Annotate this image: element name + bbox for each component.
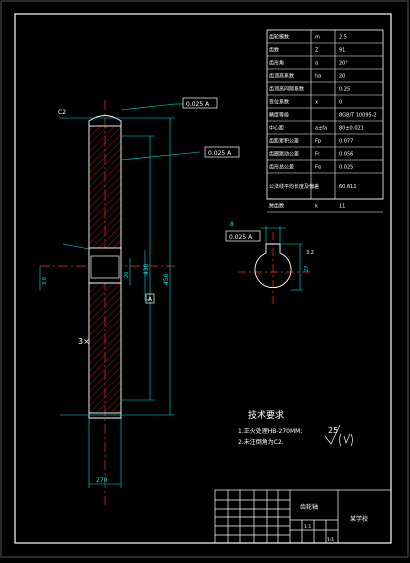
- param-symbol: m: [315, 35, 320, 41]
- section-roughness: 3.2: [306, 250, 314, 256]
- param-symbol: ha: [315, 74, 321, 80]
- param-value: 0.25: [339, 87, 350, 93]
- scale-value: 1:1: [304, 524, 311, 530]
- parameter-table: 齿轮模数 m 2.5 齿数 Z 91 齿形角 α 20° 齿顶高系数 ha 20 齿顶高间隙系数 0.25…: [266, 29, 384, 213]
- shaft-view: 0.025 A 0.025 A A C2 3× 450 430 270 3.0 …: [39, 97, 240, 505]
- chamfer-label: C2: [58, 109, 66, 116]
- shaft-upper-section: [88, 125, 122, 249]
- dim-bottom: 270: [96, 477, 108, 484]
- param-label: 中心距: [269, 125, 284, 132]
- dim-width: 20: [124, 272, 130, 278]
- school-name: 某学校: [350, 515, 368, 523]
- tech-title: 技术要求: [248, 409, 284, 421]
- param-label: 齿顶高系数: [269, 73, 294, 80]
- param-label: 齿形总公差: [269, 164, 294, 171]
- param-label: 齿形角: [269, 60, 284, 67]
- shaft-bottom-end: [88, 413, 122, 419]
- param-label: 齿轮模数: [269, 34, 289, 41]
- section-outline: [254, 243, 292, 289]
- param-symbol: x: [315, 100, 318, 106]
- callout-mid-frame: [204, 146, 240, 158]
- param-label: 变位系数: [269, 99, 289, 106]
- shaft-lower-section: [88, 282, 122, 414]
- datum-box: [145, 293, 155, 304]
- section-view: 0.025 A 3.2 8 27: [225, 221, 314, 305]
- section-callout: 0.025 A: [229, 234, 253, 241]
- param-label: 精度等级: [269, 112, 289, 119]
- param-value: 0.077: [339, 139, 353, 145]
- inner-border: [14, 13, 392, 544]
- parameter-rows: 齿轮模数 m 2.5 齿数 Z 91 齿形角 α 20° 齿顶高系数 ha 20 齿顶高间隙系数 0.25…: [267, 30, 383, 213]
- param-value: 0.025: [339, 165, 353, 171]
- callout-top-frame: [182, 97, 218, 109]
- technical-requirements: 技术要求 1.正火处理HB-270MM; 2.未注倒角为C2. 25: [238, 409, 353, 447]
- tech-item-2: 2.未注倒角为C2.: [238, 438, 284, 446]
- param-value: 8GB/T 10095-2: [339, 113, 377, 119]
- param-symbol: α: [315, 61, 319, 67]
- roughness-mark: 25: [328, 426, 338, 435]
- sheet-value: 1/1: [327, 537, 334, 543]
- param-label: 齿数: [269, 47, 279, 54]
- param-symbol: a±fa: [315, 126, 327, 132]
- param-value: 91: [339, 48, 345, 54]
- param-label: 齿圈跳动公差: [269, 151, 299, 158]
- shaft-top-end: [88, 115, 122, 126]
- section-dim-keyway: 8: [230, 221, 234, 228]
- param-value: 20°: [339, 61, 348, 67]
- section-dim-depth: 27: [304, 266, 310, 272]
- datum-label: A: [148, 296, 153, 303]
- gear-tooth-region: [88, 247, 122, 284]
- shaft-dimensions: [39, 103, 201, 485]
- param-value: 0.056: [339, 152, 353, 158]
- param-symbol: Z: [315, 48, 319, 54]
- param-symbol: k: [315, 204, 318, 210]
- tech-item-1: 1.正火处理HB-270MM;: [238, 427, 302, 435]
- param-value: 20: [339, 74, 345, 80]
- param-symbol: Fp: [315, 139, 321, 145]
- param-label: 齿顶高间隙系数: [269, 86, 304, 93]
- callout-mid: 0.025 A: [208, 150, 232, 157]
- roughness-symbol: [324, 424, 353, 447]
- param-symbol: Fα: [315, 165, 322, 171]
- param-value: 80±0.021: [339, 126, 364, 132]
- callout-top: 0.025 A: [186, 101, 210, 108]
- param-label: 齿距累积公差: [269, 138, 299, 145]
- part-name: 齿轮轴: [300, 503, 318, 511]
- left-label: 3×: [78, 337, 90, 346]
- gear-root-band: [90, 255, 120, 279]
- param-label: 跨齿数: [269, 203, 284, 210]
- dim-small: 3.0: [42, 277, 48, 285]
- param-value: 0: [339, 100, 342, 106]
- param-symbol: Fr: [315, 152, 321, 158]
- title-block: [214, 489, 392, 544]
- dim-length-2: 430: [143, 263, 150, 275]
- param-value: 11: [339, 204, 345, 210]
- param-value: 2.5: [339, 35, 347, 41]
- param-label: 公法线平均长度及偏差: [269, 183, 319, 190]
- dim-total-length: 450: [163, 273, 170, 285]
- section-callout-frame: [225, 230, 261, 242]
- param-value: 60.611: [339, 184, 357, 190]
